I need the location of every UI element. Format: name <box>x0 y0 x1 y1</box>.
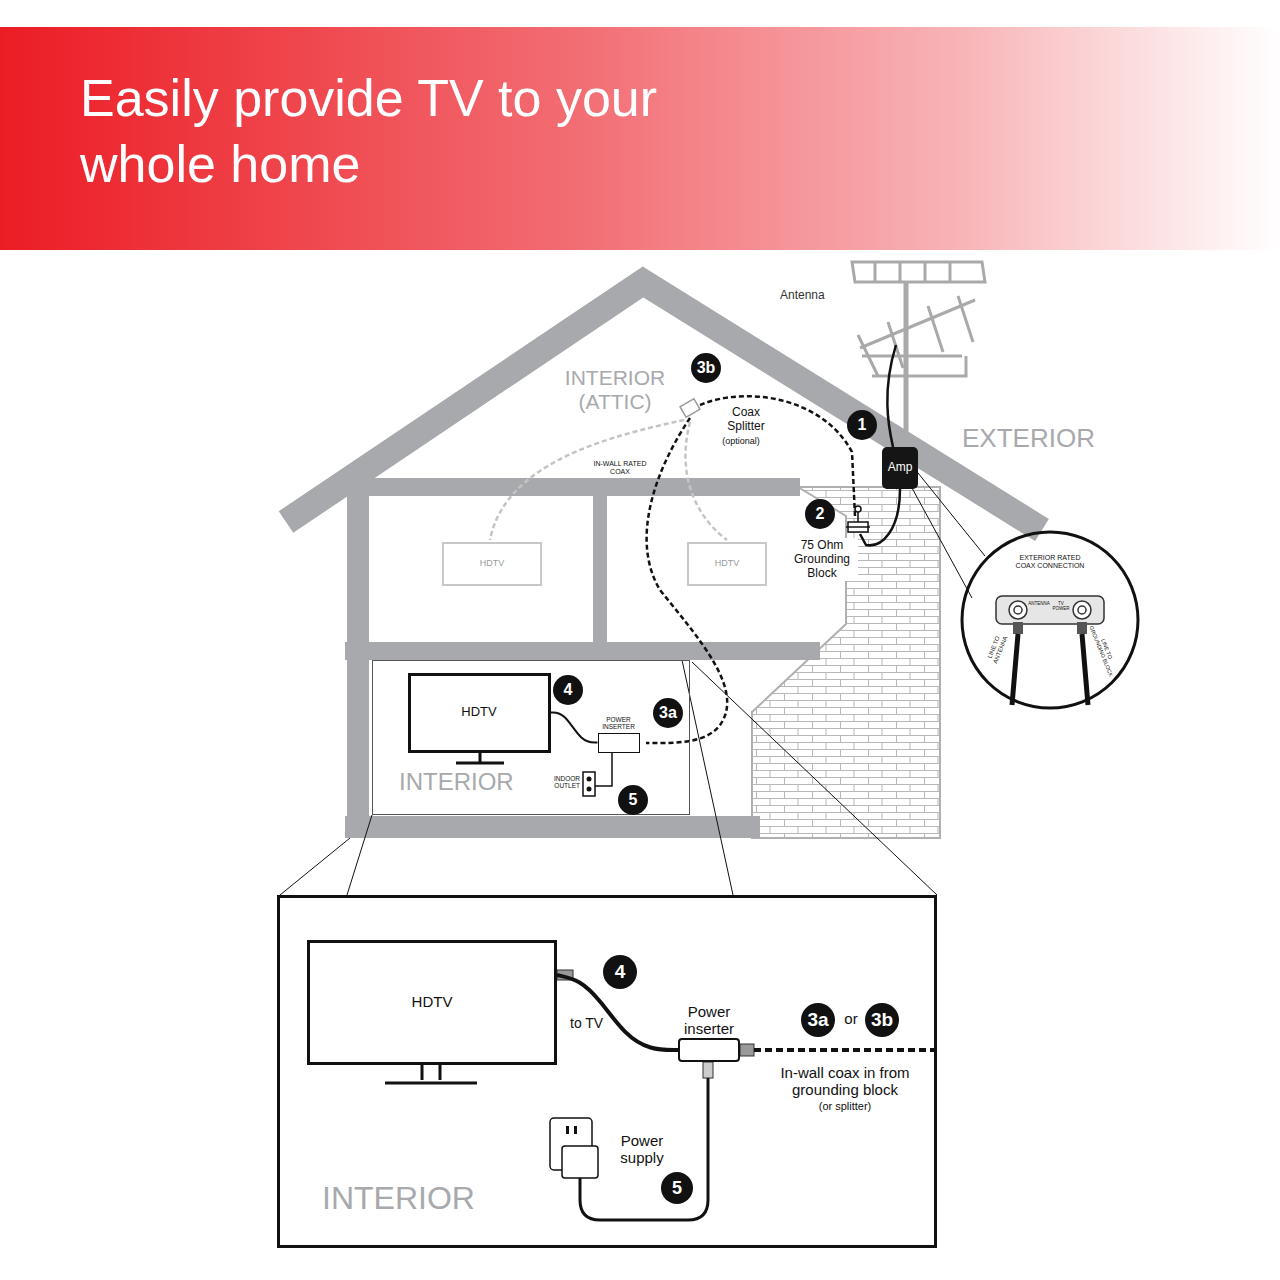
callout-number: 3a <box>801 1003 835 1037</box>
part-name: Power supply <box>606 1132 678 1167</box>
title-banner <box>0 27 1280 250</box>
part-name: In-wall coax in from grounding block <box>768 1064 922 1099</box>
node-label: INTERIOR <box>399 769 514 795</box>
node-label: HDTV <box>715 559 740 569</box>
tv-screen: HDTV <box>307 940 557 1065</box>
callout-number: 2 <box>805 499 835 529</box>
callout-number: 5 <box>661 1172 693 1204</box>
note: or <box>838 1010 864 1027</box>
tv-box: HDTV <box>687 542 767 586</box>
coax-splitter <box>680 399 700 417</box>
coax-cable <box>860 489 900 545</box>
callout-number: 1 <box>847 410 877 440</box>
node-label: INTERIOR <box>322 1181 475 1216</box>
node-label: EXTERIOR RATED COAX CONNECTION <box>1010 554 1090 569</box>
house-frame <box>286 282 1042 838</box>
antenna-cable <box>887 345 896 447</box>
tv-stand <box>456 753 504 763</box>
note: to TV <box>570 1015 614 1031</box>
coax-cable <box>700 396 855 516</box>
node-label: Amp <box>888 461 913 474</box>
power-cord <box>580 1078 708 1220</box>
area-name: INTERIOR (ATTIC) <box>545 366 685 414</box>
power-inserter: Power inserter <box>678 1038 740 1062</box>
coax-cable <box>551 713 598 743</box>
banner-title: Easily provide TV to your whole home <box>80 66 760 197</box>
coax-connector <box>740 1044 754 1056</box>
node-label: LINE TO GROUNDING BLOCK <box>1088 622 1120 678</box>
in-wall-coax <box>754 1048 937 1052</box>
tv-stand <box>385 1065 477 1083</box>
power-supply <box>550 1118 598 1178</box>
part-name: INDOOR OUTLET <box>536 775 580 790</box>
connection-zoom: EXTERIOR RATED COAX CONNECTION ANTENNATV … <box>960 530 1140 710</box>
callout-number: 4 <box>553 675 583 705</box>
node-heading: Power inserter <box>673 1004 745 1037</box>
callout-number: 3b <box>865 1003 899 1037</box>
part-name: IN-WALL RATED COAX <box>585 460 655 476</box>
tv-box: HDTV <box>442 542 542 586</box>
coax-connection-detail <box>996 596 1104 705</box>
note: (or splitter) <box>790 1100 900 1113</box>
zoom-circle <box>962 532 1138 708</box>
callout-number: 3b <box>691 353 721 383</box>
note: (optional) <box>711 436 771 446</box>
node-label: LINE TO ANTENNA <box>983 626 1012 672</box>
tv-screen: HDTV <box>408 673 551 753</box>
in-wall-coax <box>490 420 684 540</box>
node-heading: POWER INSERTER <box>597 716 641 730</box>
power-cord <box>595 753 612 786</box>
callout-number: 3a <box>653 698 683 728</box>
node-label: HDTV <box>412 994 453 1011</box>
part-name: 75 Ohm Grounding Block <box>786 538 858 581</box>
zoom-line <box>280 660 937 895</box>
grounding-block <box>846 506 870 532</box>
indoor-outlet <box>583 772 595 796</box>
callout-number: 5 <box>618 785 648 815</box>
node-label: TV POWER <box>1050 602 1072 612</box>
brick-chimney <box>752 487 940 838</box>
amp-box: Amp <box>882 447 918 489</box>
part-name: Antenna <box>780 289 840 303</box>
part-name: Coax Splitter <box>716 406 776 434</box>
node-label: HDTV <box>480 559 505 569</box>
node-label: ANTENNA <box>1028 602 1050 607</box>
area-name: EXTERIOR <box>962 424 1112 454</box>
power-inserter: POWER INSERTER <box>598 733 640 753</box>
power-plug <box>703 1062 713 1078</box>
callout-number: 4 <box>603 955 637 989</box>
node-label: HDTV <box>461 705 496 719</box>
in-wall-coax <box>685 422 727 540</box>
